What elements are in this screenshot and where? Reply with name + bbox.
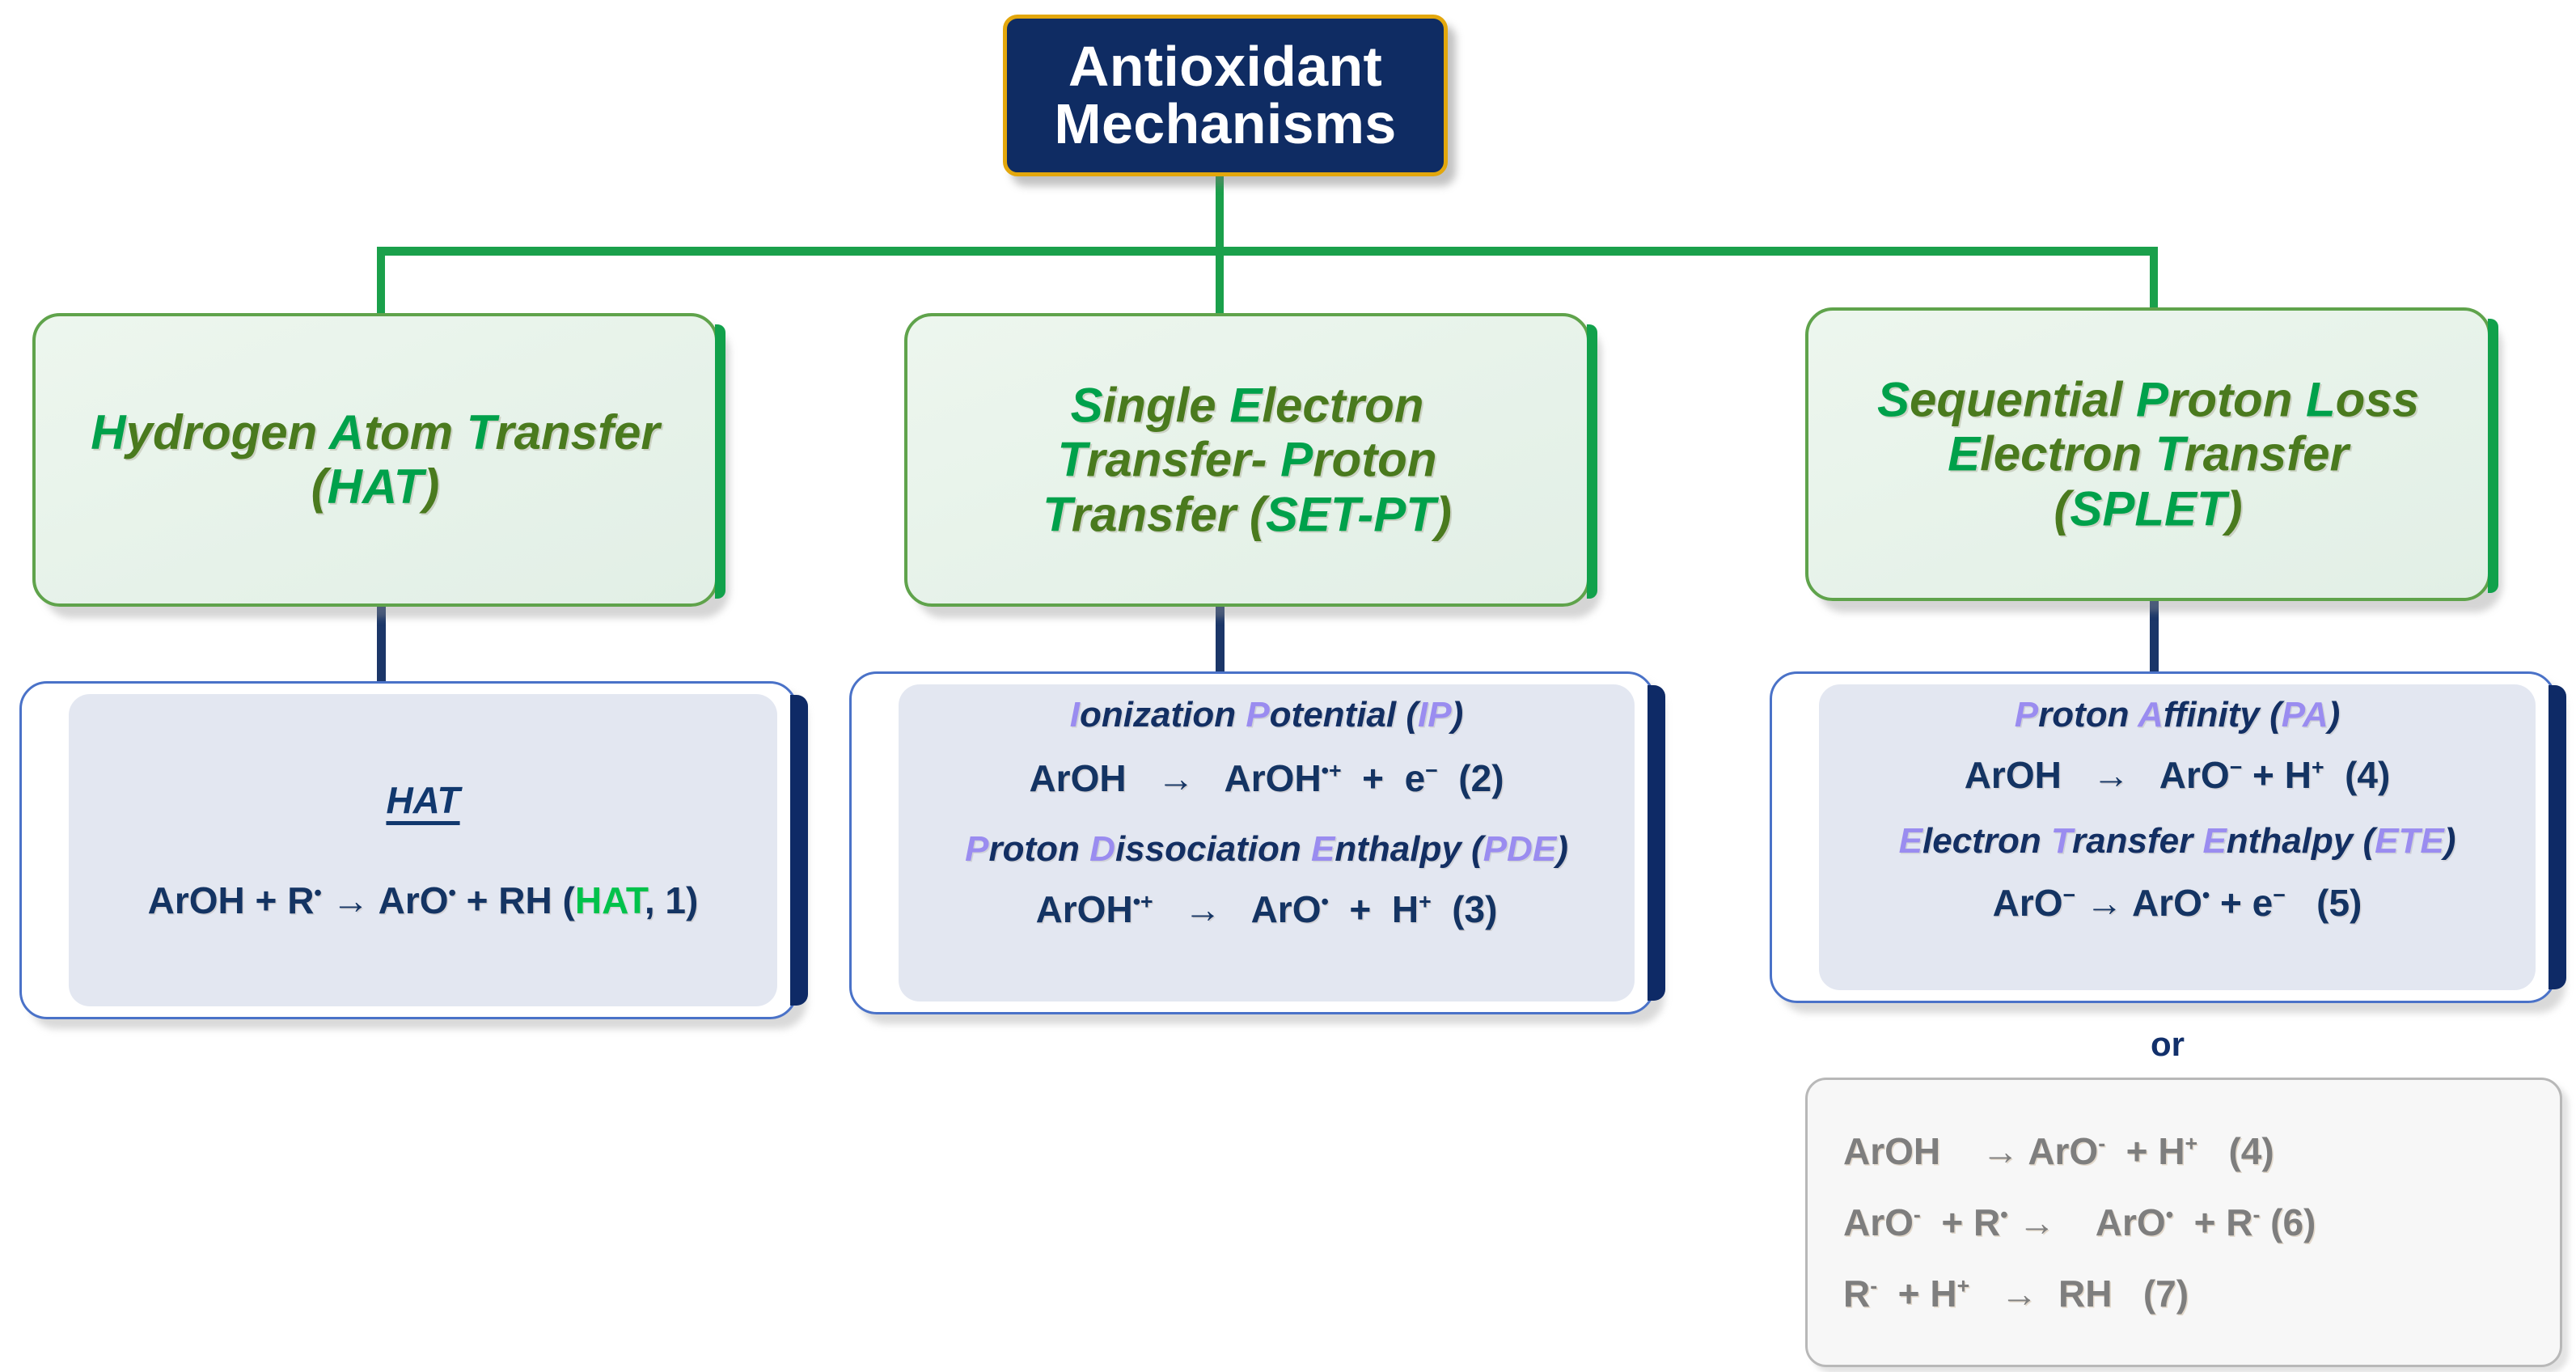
setpt-equation-2: ArOH → ArOH•+ + e− (2) [1029,757,1504,799]
equation-box-setpt-panel [899,684,1635,1001]
equation-box-splet-content: Proton Affinity (PA) ArOH → ArO− + H+ (4… [1819,674,2536,1001]
connector-drop-splet [2150,247,2158,313]
splet-equation-5: ArO− → ArO• + e− (5) [1992,882,2362,924]
splet-header-pa: Proton Affinity (PA) [2014,695,2341,735]
diagram-title-text: Antioxidant Mechanisms [1054,34,1397,155]
equation-box-hat-panel [69,694,777,1006]
hat-equation-1: ArOH + R• → ArO• + RH (HAT, 1) [147,879,699,921]
hat-heading: HAT [386,779,460,821]
connector-hat-to-equations [377,599,386,681]
equation-box-setpt[interactable]: Ionization Potential (IP) ArOH → ArOH•+ … [849,671,1665,1014]
equation-box-splet[interactable]: Proton Affinity (PA) ArOH → ArO− + H+ (4… [1770,671,2566,1003]
alternate-equation-1: ArOH → ArO- + H+ (4) [1843,1130,2274,1172]
alternate-pathway-box[interactable]: ArOH → ArO- + H+ (4) ArO- + R• → ArO• + R… [1805,1078,2562,1367]
alternate-equation-3: R- + H+ → RH (7) [1843,1272,2189,1315]
connector-setpt-to-equations [1216,599,1225,681]
or-label: or [2151,1025,2185,1063]
mechanism-label-hat: Hydrogen Atom Transfer(HAT) [91,404,660,514]
equation-box-hat-content: HAT ArOH + R• → ArO• + RH (HAT, 1) [69,684,777,1017]
alternate-equation-list: ArOH → ArO- + H+ (4) ArO- + R• → ArO• + R… [1843,1080,2540,1365]
equation-box-hat[interactable]: HAT ArOH + R• → ArO• + RH (HAT, 1) [19,681,808,1019]
connector-drop-hat [377,247,385,313]
setpt-header-ip: Ionization Potential (IP) [1069,695,1464,735]
alternate-equation-2: ArO- + R• → ArO• + R- (6) [1843,1201,2316,1243]
equation-box-setpt-content: Ionization Potential (IP) ArOH → ArOH•+ … [899,674,1635,1012]
setpt-equation-3: ArOH•+ → ArO• + H+ (3) [1035,888,1498,930]
equation-box-splet-panel [1819,684,2536,990]
splet-equation-4: ArOH → ArO− + H+ (4) [1964,754,2391,796]
setpt-header-pde: Proton Dissociation Enthalpy (PDE) [965,829,1568,869]
splet-header-ete: Electron Transfer Enthalpy (ETE) [1898,821,2456,861]
connector-horizontal-bus [377,247,2158,256]
diagram-title-node[interactable]: Antioxidant Mechanisms [1003,15,1448,176]
connector-title-stem [1216,168,1224,254]
diagram-title-line1: Antioxidant [1068,34,1383,98]
connector-drop-setpt [1216,247,1224,313]
mechanism-box-hat[interactable]: Hydrogen Atom Transfer(HAT) [32,313,725,607]
diagram-title-line2: Mechanisms [1054,92,1397,155]
connector-splet-to-equations [2150,589,2159,671]
